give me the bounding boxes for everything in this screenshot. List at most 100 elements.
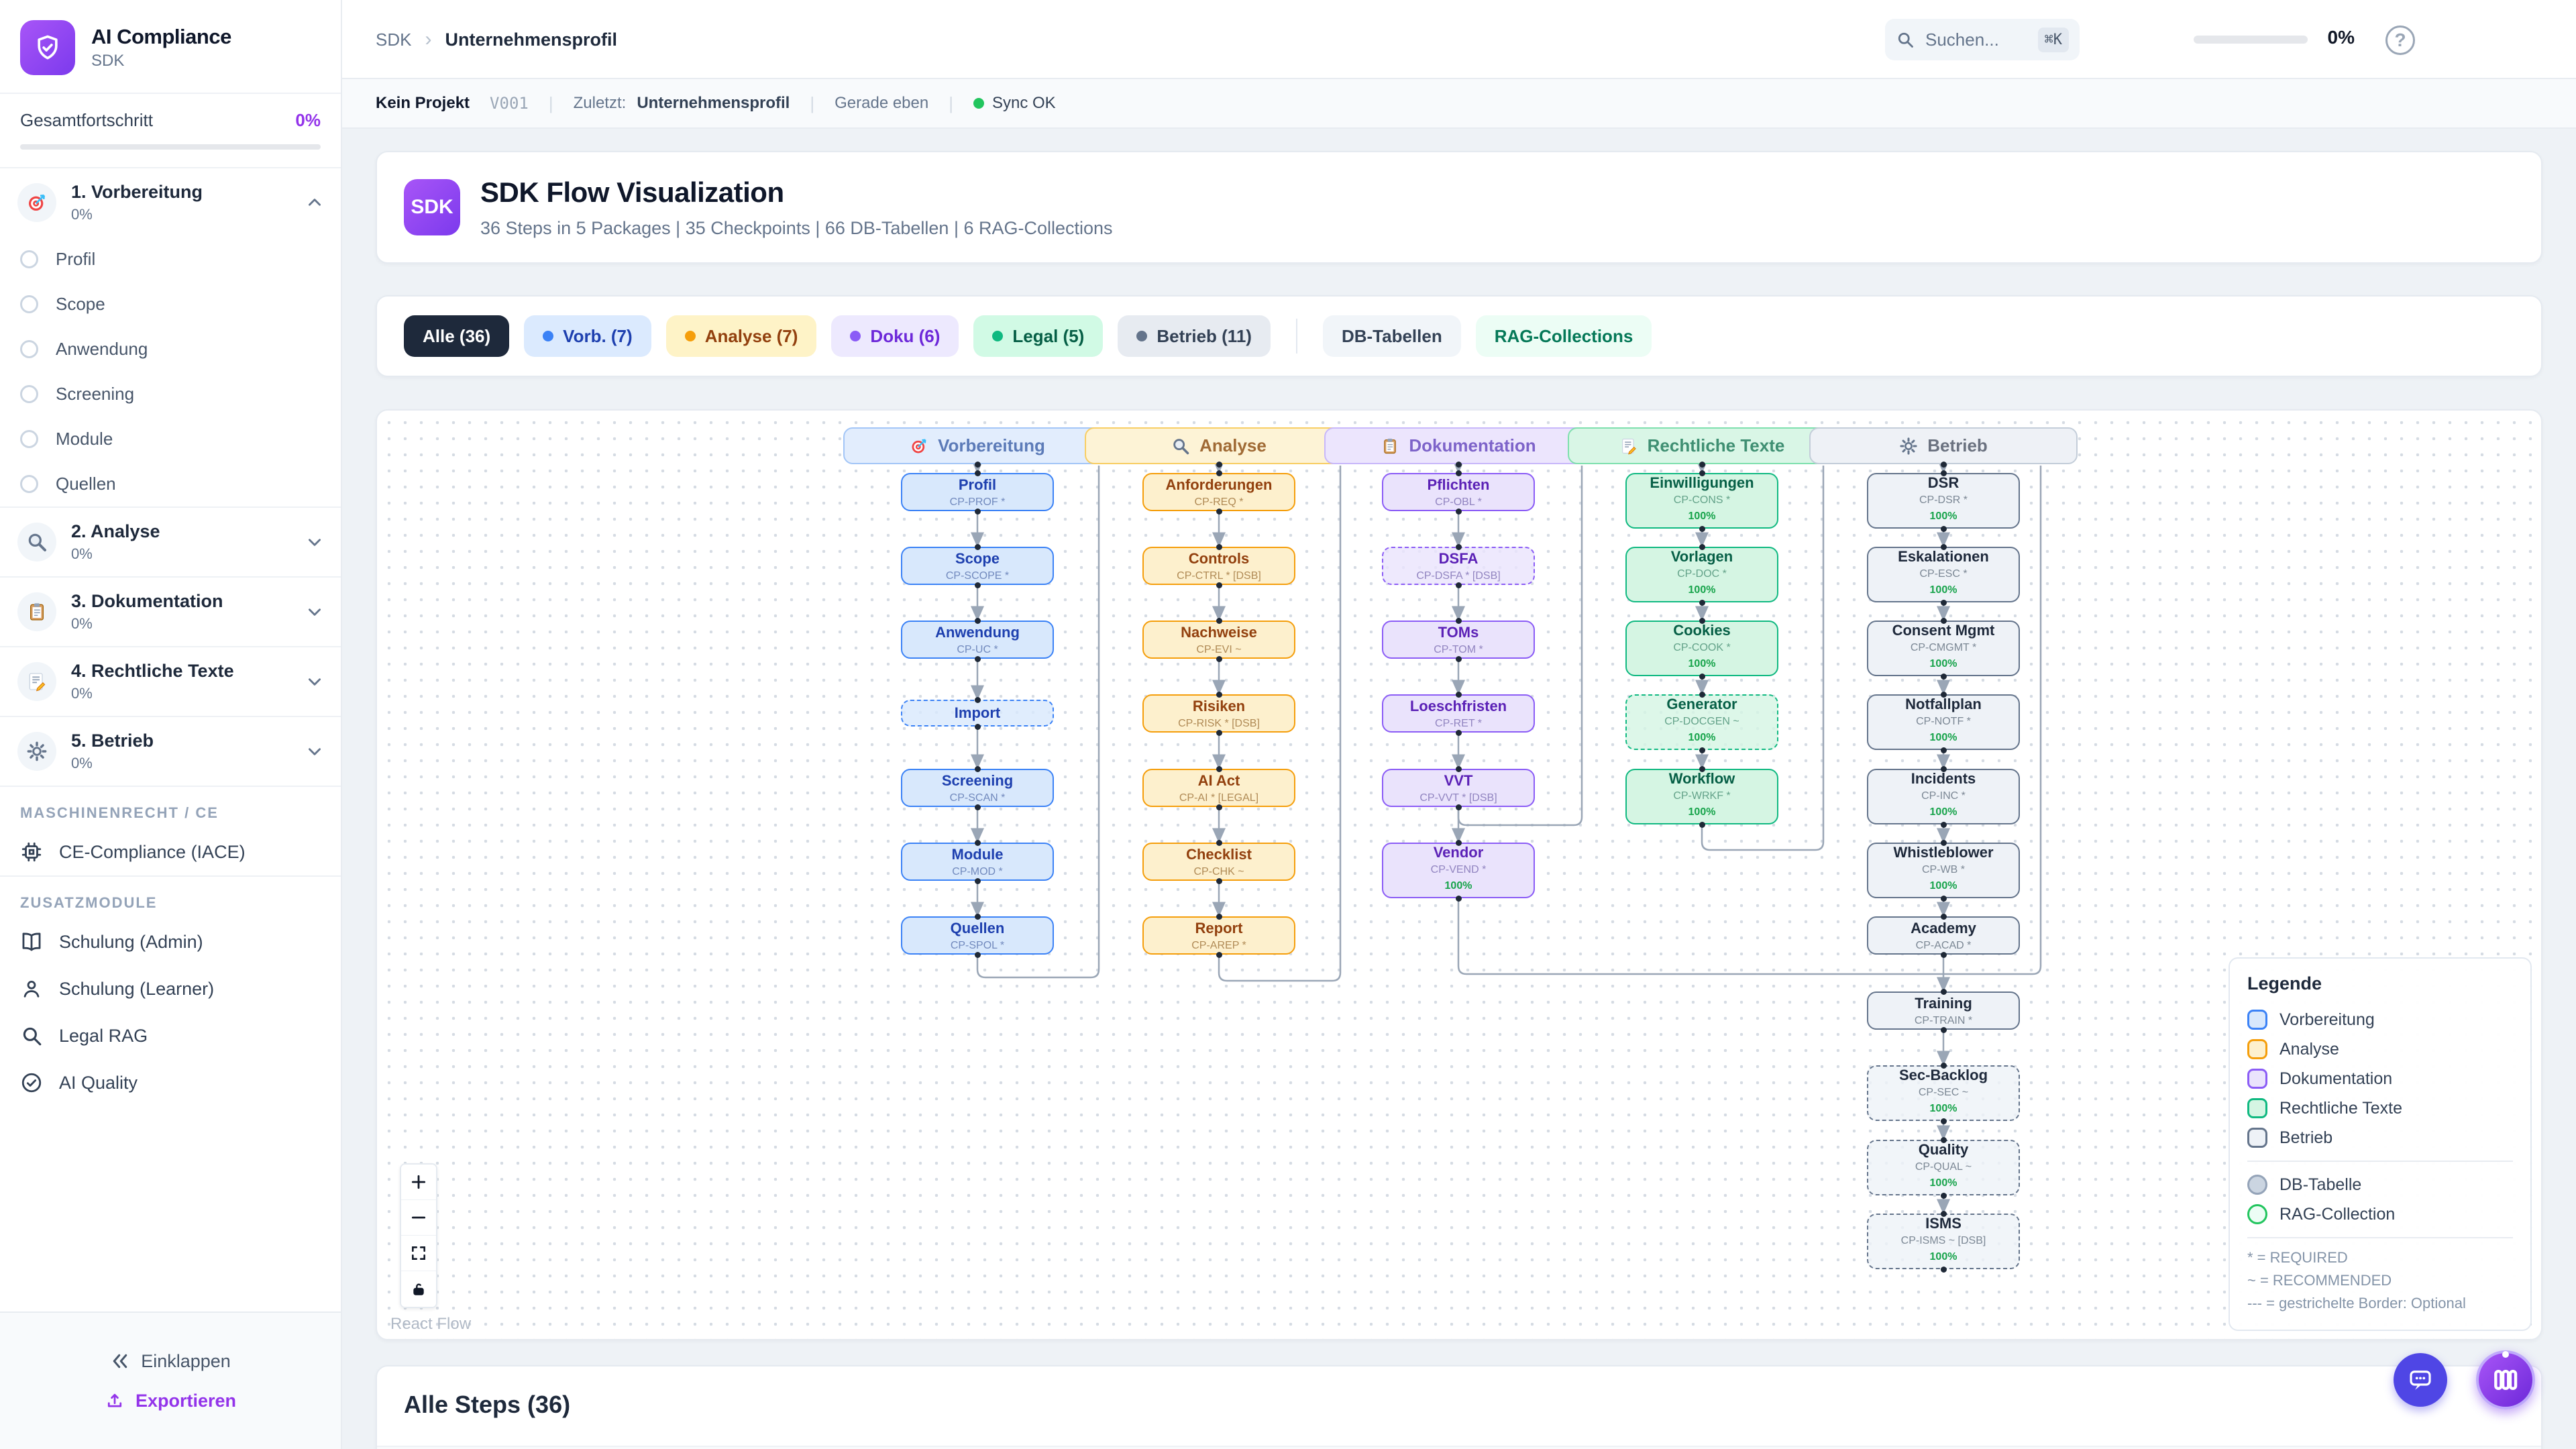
clipboard-icon bbox=[1381, 437, 1399, 455]
chat-fab-button[interactable] bbox=[2394, 1353, 2447, 1407]
package-header-rechtliche-texte[interactable]: Rechtliche Texte bbox=[1568, 427, 1836, 464]
step-progress-value: 100% bbox=[1929, 1177, 1957, 1189]
page-subtitle: 36 Steps in 5 Packages | 35 Checkpoints … bbox=[480, 217, 1113, 238]
package-header-dokumentation[interactable]: Dokumentation bbox=[1324, 427, 1593, 464]
export-button[interactable]: Exportieren bbox=[105, 1391, 236, 1411]
overall-progress-label: Gesamtfortschritt bbox=[20, 110, 153, 130]
breadcrumb-root[interactable]: SDK bbox=[376, 29, 412, 50]
legend-note: ~ = RECOMMENDED bbox=[2247, 1272, 2392, 1289]
filter-pill-analyse[interactable]: Analyse (7) bbox=[665, 315, 817, 357]
columns-fab-button[interactable] bbox=[2476, 1350, 2535, 1409]
step-title: Vendor bbox=[1433, 843, 1484, 861]
fit-view-button[interactable] bbox=[401, 1236, 436, 1271]
sidebar-item-schulung-learner-[interactable]: Schulung (Learner) bbox=[0, 965, 341, 1012]
sidebar-step-screening[interactable]: Screening bbox=[0, 372, 341, 417]
sidebar-step-profil[interactable]: Profil bbox=[0, 237, 341, 282]
zoom-out-button[interactable] bbox=[401, 1200, 436, 1236]
filter-pill-vorb[interactable]: Vorb. (7) bbox=[524, 315, 651, 357]
step-title: Module bbox=[951, 845, 1004, 863]
step-progress-value: 100% bbox=[1929, 731, 1957, 743]
step-radio[interactable] bbox=[20, 340, 38, 358]
node-handle bbox=[974, 877, 981, 884]
help-button[interactable]: ? bbox=[2385, 25, 2415, 55]
sidebar-item-ai-quality[interactable]: AI Quality bbox=[0, 1059, 341, 1106]
filter-pill-rag[interactable]: RAG-Collections bbox=[1475, 315, 1652, 357]
filter-pill-betrieb[interactable]: Betrieb (11) bbox=[1118, 315, 1271, 357]
sidebar-step-quellen[interactable]: Quellen bbox=[0, 462, 341, 506]
step-title: Quality bbox=[1918, 1140, 1969, 1158]
lock-button[interactable] bbox=[401, 1271, 436, 1307]
sidebar-item-legal-rag[interactable]: Legal RAG bbox=[0, 1012, 341, 1059]
step-code: CP-ACAD * bbox=[1915, 939, 1972, 951]
sidebar-step-anwendung[interactable]: Anwendung bbox=[0, 327, 341, 372]
filter-pill-doku[interactable]: Doku (6) bbox=[831, 315, 959, 357]
package-header-analyse[interactable]: Analyse bbox=[1085, 427, 1353, 464]
reactflow-attribution[interactable]: React Flow bbox=[390, 1315, 472, 1333]
package-header-betrieb[interactable]: Betrieb bbox=[1809, 427, 2078, 464]
node-handle bbox=[1455, 470, 1462, 476]
filter-pill-db[interactable]: DB-Tabellen bbox=[1322, 315, 1461, 357]
step-radio[interactable] bbox=[20, 475, 38, 493]
step-radio[interactable] bbox=[20, 430, 38, 448]
step-radio[interactable] bbox=[20, 385, 38, 403]
sidebar-step-scope[interactable]: Scope bbox=[0, 282, 341, 327]
node-handle bbox=[1940, 895, 1947, 902]
step-radio[interactable] bbox=[20, 295, 38, 313]
collapse-sidebar-button[interactable]: Einklappen bbox=[110, 1351, 231, 1372]
package-header-vorbereitung[interactable]: Vorbereitung bbox=[843, 427, 1112, 464]
sidebar-item-ce-compliance-iace-[interactable]: CE-Compliance (IACE) bbox=[0, 828, 341, 875]
step-radio[interactable] bbox=[20, 250, 38, 268]
filter-pill-alle[interactable]: Alle (36) bbox=[404, 315, 510, 357]
chevron-down-icon bbox=[306, 533, 323, 551]
filter-pill-legal[interactable]: Legal (5) bbox=[973, 315, 1104, 357]
sidebar-step-module[interactable]: Module bbox=[0, 417, 341, 462]
node-handle bbox=[1455, 691, 1462, 698]
search-input[interactable]: Suchen... ⌘K bbox=[1885, 19, 2080, 60]
sidebar-item-schulung-admin-[interactable]: Schulung (Admin) bbox=[0, 918, 341, 965]
zoom-in-button[interactable] bbox=[401, 1165, 436, 1200]
legend-label: Analyse bbox=[2279, 1039, 2339, 1059]
flow-step-import[interactable]: Import bbox=[901, 700, 1054, 727]
